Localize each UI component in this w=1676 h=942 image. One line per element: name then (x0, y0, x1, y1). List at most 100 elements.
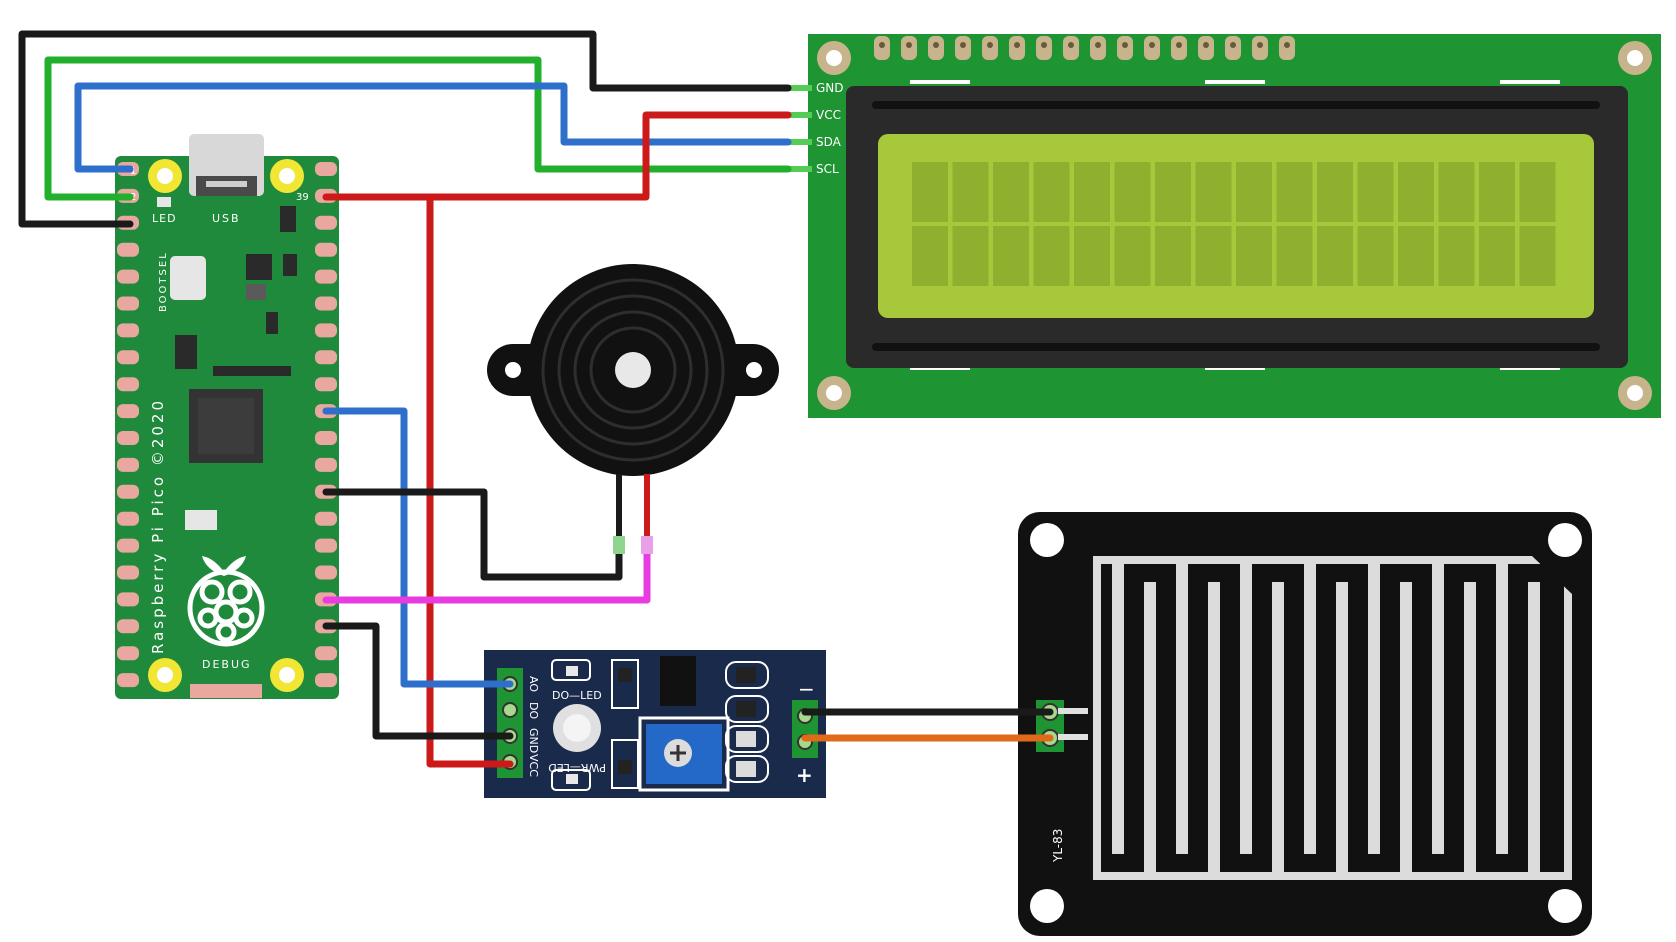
gpio-pin (117, 511, 139, 526)
gpio-pin (117, 619, 139, 634)
bootsel-button[interactable] (170, 256, 206, 300)
wire (322, 544, 651, 604)
wire (322, 488, 623, 581)
raspberry-pi-logo-icon (187, 556, 265, 647)
led-indicator (157, 197, 171, 207)
gpio-pin (315, 323, 337, 338)
lcd-cell (1519, 226, 1556, 286)
wire (322, 407, 514, 688)
gpio-pin (117, 431, 139, 445)
lcd-pin-scl: SCL (816, 162, 839, 176)
pin-39-label: 39 (296, 192, 309, 203)
lcd-module: GND VCC SDA SCL (784, 34, 1661, 418)
buzzer-center (615, 352, 651, 388)
lcd-cell (1519, 162, 1556, 222)
gpio-pin (315, 457, 337, 472)
lcd-cell (1114, 162, 1151, 222)
module-pin-vcc: VCC (527, 754, 540, 777)
module-pin-ao: AO (527, 676, 540, 692)
led-label: LED (152, 212, 177, 225)
lcd-cell (1357, 226, 1394, 286)
gpio-pin (117, 484, 139, 499)
gpio-pin (315, 215, 337, 230)
lcd-cell (1114, 226, 1151, 286)
sensor-model-label: YL-83 (1051, 829, 1065, 863)
gpio-pin (315, 431, 337, 445)
lcd-cell (1155, 226, 1191, 286)
gpio-pin (315, 269, 337, 284)
lcd-cell (1357, 162, 1394, 222)
usb-label: USB (212, 212, 241, 225)
trace-finger (1208, 582, 1220, 872)
wires (18, 30, 1054, 768)
lcd-cell (1479, 162, 1515, 222)
gpio-pin (117, 673, 139, 688)
lcd-pin-gnd: GND (816, 81, 844, 95)
trace-finger (1304, 564, 1316, 854)
mount-hole (1030, 889, 1064, 923)
wire (322, 622, 514, 740)
bootsel-label: BOOTSEL (158, 251, 169, 312)
gpio-pin (315, 296, 337, 311)
trace-finger (1336, 582, 1348, 872)
mount-hole (1030, 523, 1064, 557)
module-pin-gnd: GND (527, 728, 540, 753)
lcd-pin-labels: GND VCC SDA SCL (784, 81, 844, 176)
rain-sensor-pad: YL-83 (1018, 512, 1592, 936)
gpio-pin (315, 565, 337, 580)
pin-1-label: 1 (130, 166, 136, 177)
gpio-pin (117, 377, 139, 392)
lcd-character-grid (912, 162, 1556, 286)
gpio-pin (117, 646, 139, 661)
pwr-led-label: PWR—LED (548, 761, 606, 774)
brand-label: Raspberry Pi Pico ©2020 (149, 398, 167, 654)
wire (44, 56, 792, 201)
sensor-traces (1093, 556, 1572, 906)
lcd-cell (993, 226, 1029, 286)
mount-hole (1548, 889, 1582, 923)
lcd-cell (1074, 162, 1110, 222)
trace-finger (1144, 582, 1156, 872)
wire (322, 111, 792, 201)
lcd-pin-sda: SDA (816, 135, 842, 149)
trace-finger (1432, 564, 1444, 854)
lcd-cell (1033, 162, 1070, 222)
minus-label: − (798, 677, 815, 701)
lcd-cell (1236, 162, 1272, 222)
gpio-pin (117, 242, 139, 257)
gpio-pin (117, 457, 139, 472)
lcd-cell (1276, 162, 1313, 222)
lcd-header-pins (874, 36, 1295, 60)
gpio-pin (315, 377, 337, 392)
gpio-pin (117, 269, 139, 284)
wire (426, 193, 514, 768)
trace-finger (1528, 582, 1540, 872)
gpio-pin (315, 511, 337, 526)
lcd-cell (1236, 226, 1272, 286)
wire (18, 30, 792, 228)
lcd-cell (1398, 226, 1434, 286)
do-led-label: DO—LED (552, 689, 602, 702)
gpio-pin (117, 565, 139, 580)
gpio-pin (117, 323, 139, 338)
module-pin-do: DO (527, 702, 540, 719)
trace-finger (1496, 564, 1508, 854)
lcd-cell (952, 162, 989, 222)
lcd-cell (1074, 226, 1110, 286)
wire (74, 82, 792, 173)
lcd-cell (1276, 226, 1313, 286)
gpio-pin (315, 162, 337, 176)
lcd-cell (1155, 162, 1191, 222)
lcd-pin-vcc: VCC (816, 108, 841, 122)
lcd-cell (1033, 226, 1070, 286)
trace-finger (1240, 564, 1252, 854)
lcd-cell (1195, 162, 1232, 222)
trace-finger (1464, 582, 1476, 872)
lcd-cell (1195, 226, 1232, 286)
pico-board: 1 2 39 LED USB DEBUG BOOTSEL Raspberry P… (115, 134, 339, 699)
gpio-pin (315, 646, 337, 661)
gpio-pin (315, 242, 337, 257)
gpio-pin (117, 538, 139, 553)
